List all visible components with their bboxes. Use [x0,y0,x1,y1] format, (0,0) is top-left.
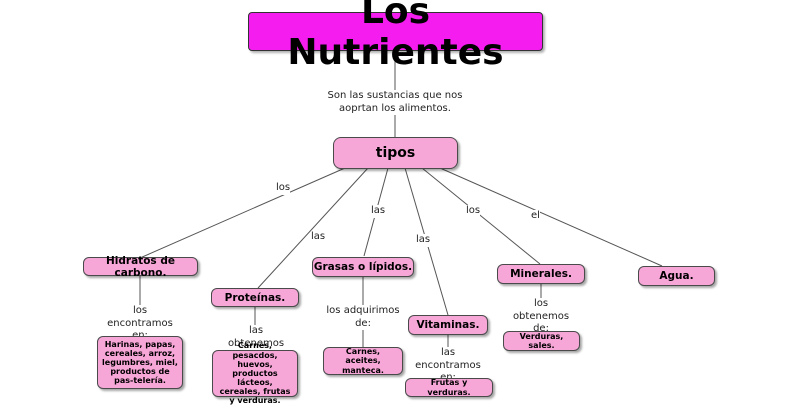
link-label-hidratos: los [276,182,291,195]
title-text: Los Nutrientes [287,0,504,73]
title-node: Los Nutrientes [248,0,543,73]
category-proteinas: Proteínas. [211,288,299,307]
examples-minerales: Verduras, sales. [503,331,580,351]
intro-link-label: Son las sustancias que nos aoprtan los a… [315,90,475,115]
connector-tipos-agua [439,167,663,267]
category-minerales: Minerales. [497,264,585,284]
category-agua: Agua. [638,266,715,286]
category-vitaminas: Vitaminas. [408,315,488,335]
examples-vitaminas: Frutas y verduras. [405,378,493,397]
examples-grasas: Carnes, aceites, manteca. [323,347,403,375]
link-label-proteinas: las [311,231,326,244]
link-label-agua: el [531,210,540,223]
link-label-grasas-examples: los adquirimos de: [325,305,401,330]
link-label-grasas: las [371,205,386,218]
link-label-minerales-examples: los obtenemos de: [505,298,577,336]
link-label-vitaminas: las [416,234,431,247]
examples-proteinas: Carnes, pesacdos, huevos, productos láct… [212,341,298,405]
connector-tipos-proteinas [257,167,369,289]
tipos-node: tipos [333,137,458,169]
examples-hidratos: Harinas, papas, cereales, arroz, legumbr… [97,336,183,389]
connector-tipos-minerales [421,167,541,265]
category-grasas: Grasas o lípidos. [312,257,414,277]
connector-tipos-hidratos [139,167,346,259]
tipos-text: tipos [375,145,416,161]
category-hidratos: Hidratos de carbono. [83,255,198,279]
link-label-minerales: los [466,205,481,218]
